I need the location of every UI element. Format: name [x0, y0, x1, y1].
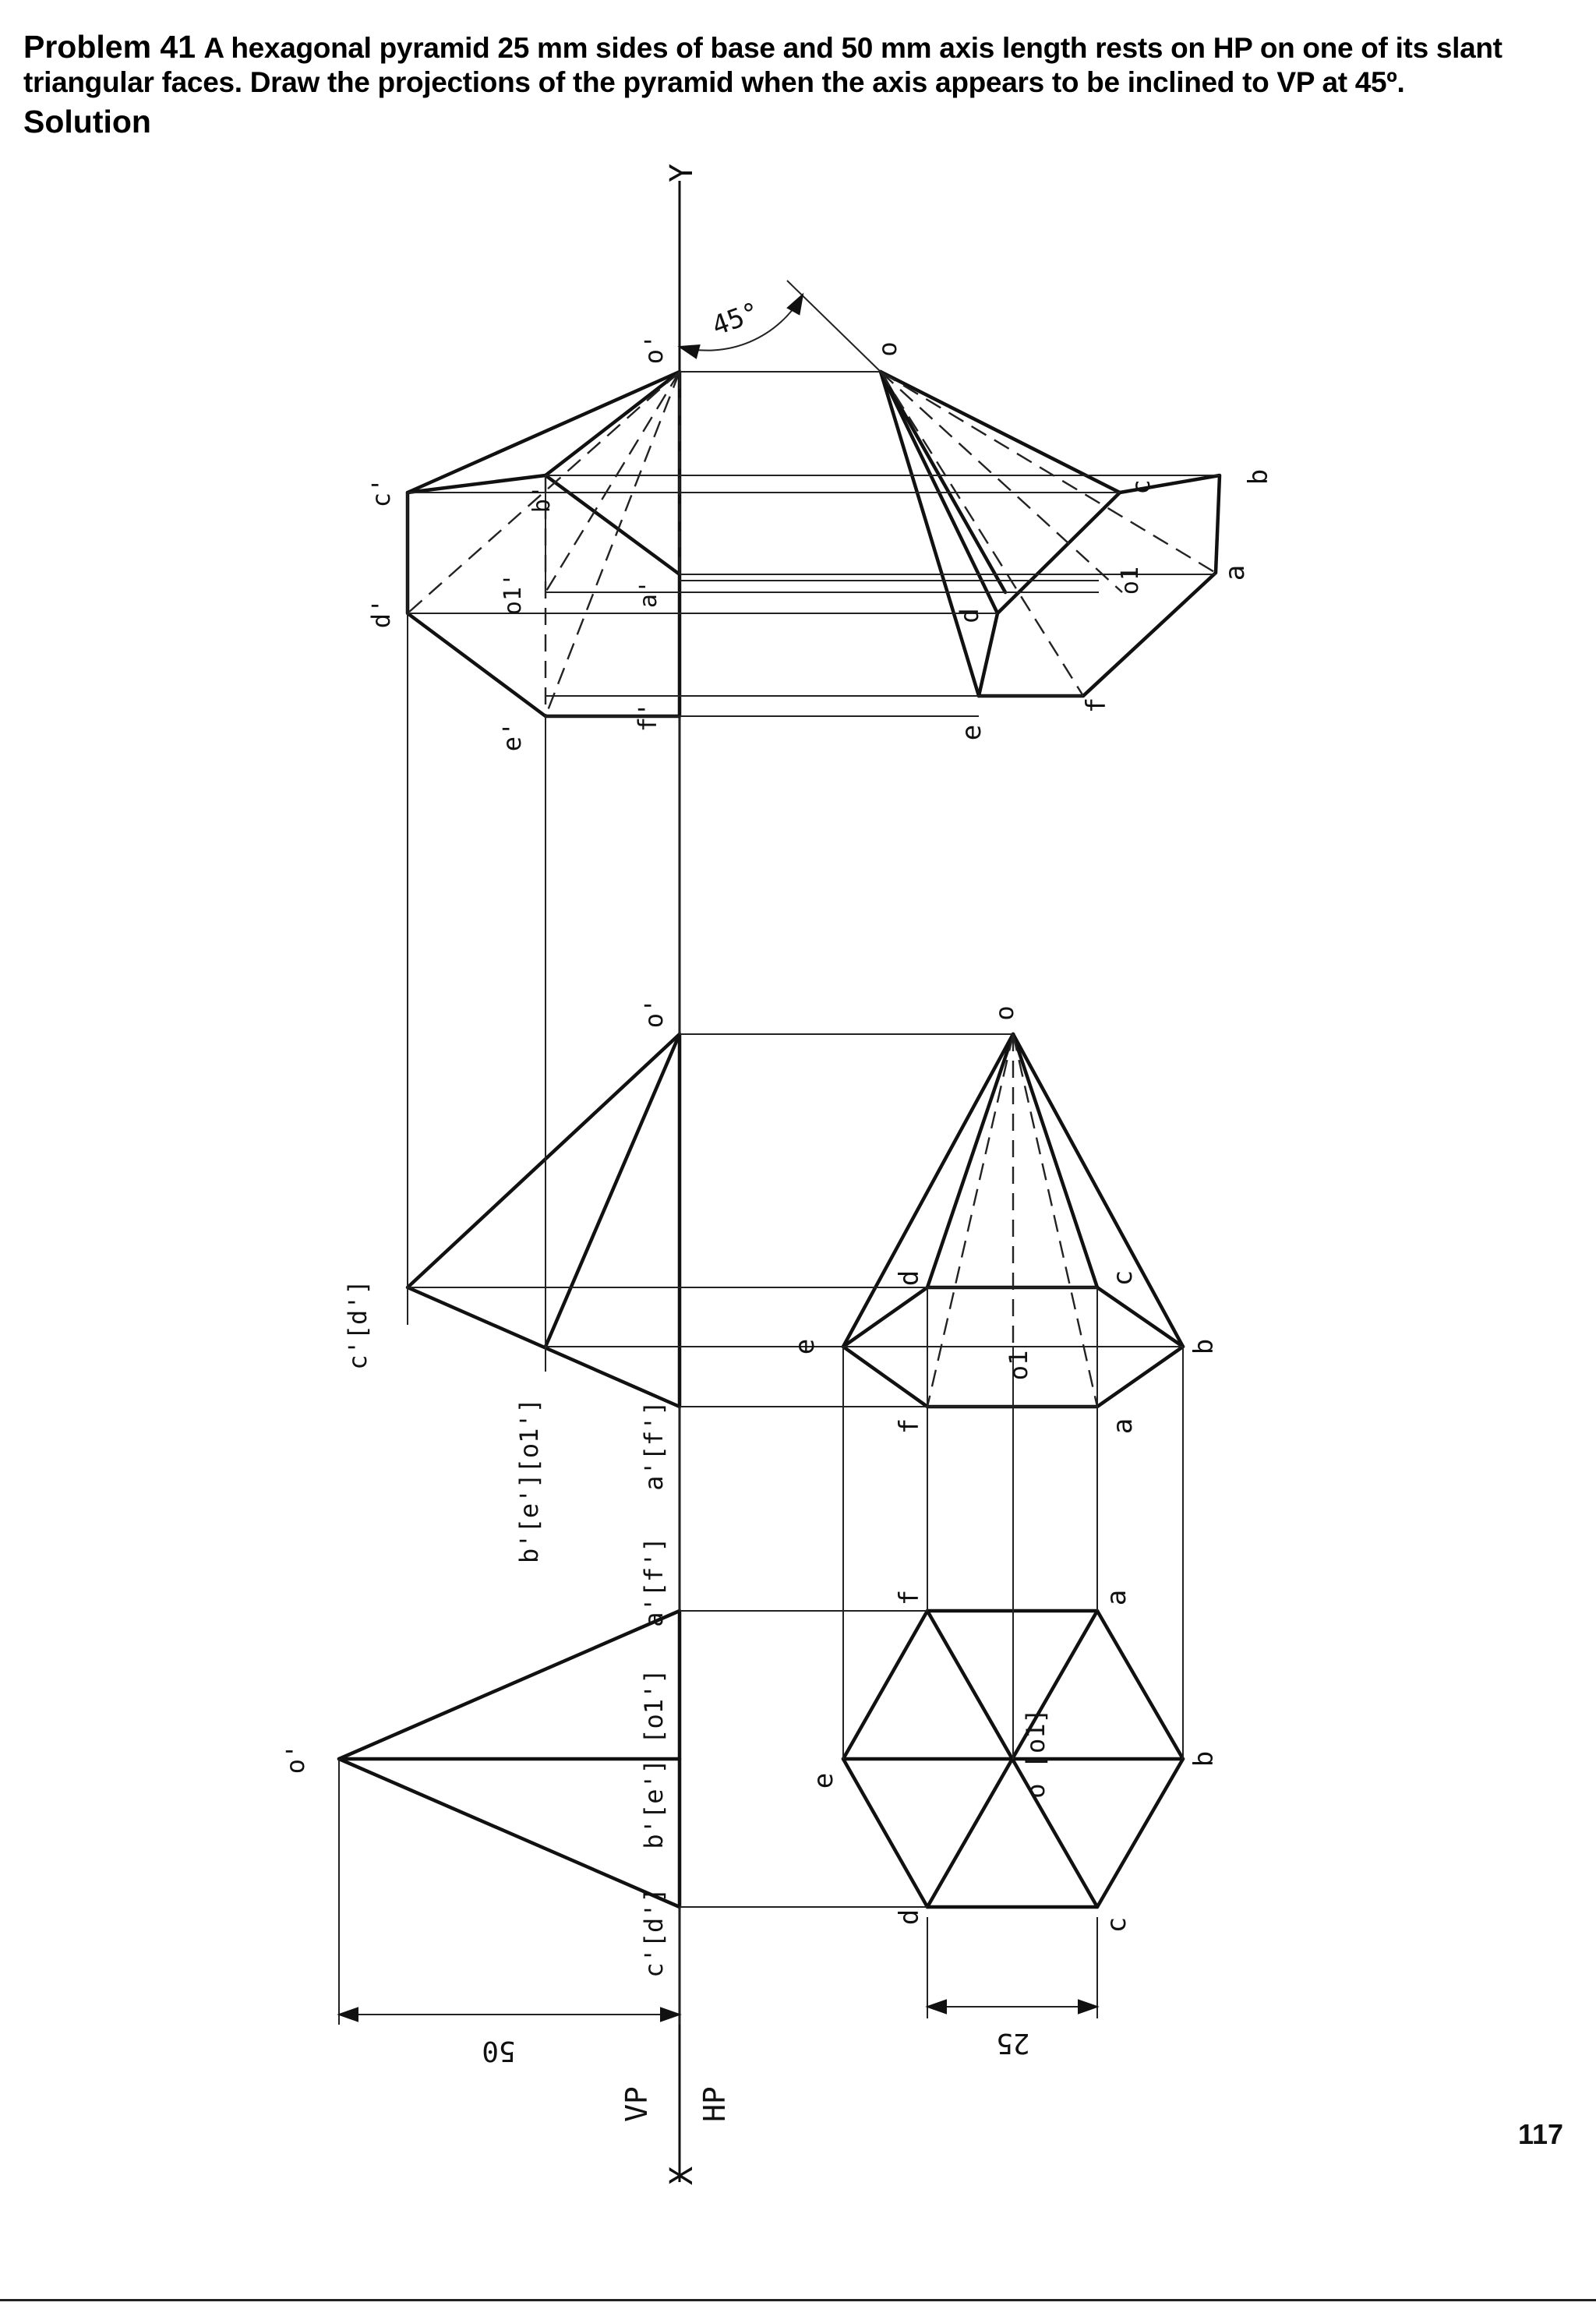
s3f-o: o' [639, 334, 669, 365]
s2f-o: o' [639, 998, 669, 1029]
s2t-o1: o1 [1004, 1351, 1033, 1381]
s3f-e: e' [497, 722, 527, 752]
s3f-b: b' [528, 485, 556, 513]
s3t-b: b [1243, 469, 1274, 485]
stage1-front-view [337, 1609, 682, 2025]
s1f-af: a'[f'] [639, 1537, 669, 1627]
s3t-f: f [1081, 697, 1112, 713]
hp-label: HP [697, 2086, 732, 2122]
s1t-o-o1: o [o1] [1021, 1708, 1050, 1799]
s1t-f: f [894, 1590, 925, 1605]
stage3-labels: o' c' d' b' o1' a' e' f' o c b a o1 d e … [366, 334, 1274, 752]
s1t-a: a [1101, 1590, 1132, 1605]
s3f-c: c' [366, 478, 396, 508]
angle-45-marker [677, 292, 804, 359]
s2t-b: b [1188, 1339, 1220, 1354]
problem-text: A hexagonal pyramid 25 mm sides of base … [23, 32, 1502, 98]
stage1-labels: o' c'[d'] b'[e'] [o1'] a'[f'] d e f c b … [281, 1537, 1220, 1978]
s1t-c: c [1101, 1917, 1132, 1933]
s3f-a: a' [635, 580, 662, 608]
footer-rule [0, 2299, 1596, 2301]
stage2-projectors [408, 1033, 1184, 1759]
s3t-o: o [873, 341, 902, 356]
s1f-cd: c'[d'] [639, 1887, 669, 1978]
s3t-c: c [1126, 479, 1156, 494]
stage3-front-view [405, 369, 682, 719]
s1f-o: o' [281, 1744, 310, 1774]
stage2-front-view [405, 1032, 682, 1409]
solution-label: Solution [23, 104, 151, 139]
s3f-f: f' [633, 702, 662, 733]
s3f-d: d' [366, 599, 396, 629]
stage2-labels: o' c'[d'] b'[e'][o1'] a'[f'] o d e f c b… [343, 998, 1220, 1563]
s3t-a: a [1220, 565, 1251, 581]
s2t-a: a [1107, 1418, 1139, 1434]
s3t-d: d [955, 608, 984, 623]
s2t-o: o [990, 1005, 1019, 1020]
x-label: X [664, 2166, 700, 2185]
problem-statement: Problem 41 A hexagonal pyramid 25 mm sid… [23, 30, 1574, 100]
s2f-af: a'[f'] [639, 1400, 669, 1491]
s1f-be-o1: b'[e'] [o1'] [639, 1669, 669, 1849]
stage1-projectors [680, 1610, 927, 1908]
page-number: 117 [1518, 2118, 1564, 2150]
s2t-c: c [1107, 1270, 1139, 1286]
title-block: Problem 41 A hexagonal pyramid 25 mm sid… [23, 30, 1574, 140]
s1t-d: d [894, 1909, 925, 1925]
y-label: Y [664, 164, 700, 182]
dim-50-label: 50 [482, 2035, 515, 2067]
stage3-projectors [407, 371, 1220, 1347]
s3t-e: e [956, 725, 987, 740]
s3t-o1: o1 [1117, 567, 1144, 595]
s2f-cd: c'[d'] [343, 1280, 373, 1370]
dim-25-label: 25 [996, 2027, 1029, 2059]
axis-labels: Y X VP HP [620, 164, 732, 2185]
s2f-be-o1: b'[e'][o1'] [514, 1398, 544, 1563]
vp-label: VP [620, 2086, 654, 2122]
dimension-25 [925, 1917, 1100, 2018]
s3f-o1: o1' [500, 573, 527, 615]
s2t-d: d [894, 1270, 925, 1286]
s2t-e: e [789, 1339, 821, 1354]
problem-label: Problem 41 [23, 29, 196, 65]
s1t-b: b [1188, 1751, 1220, 1767]
s2t-f: f [894, 1418, 925, 1434]
s1t-e: e [808, 1773, 839, 1789]
dim-45-label: 45° [708, 296, 764, 342]
